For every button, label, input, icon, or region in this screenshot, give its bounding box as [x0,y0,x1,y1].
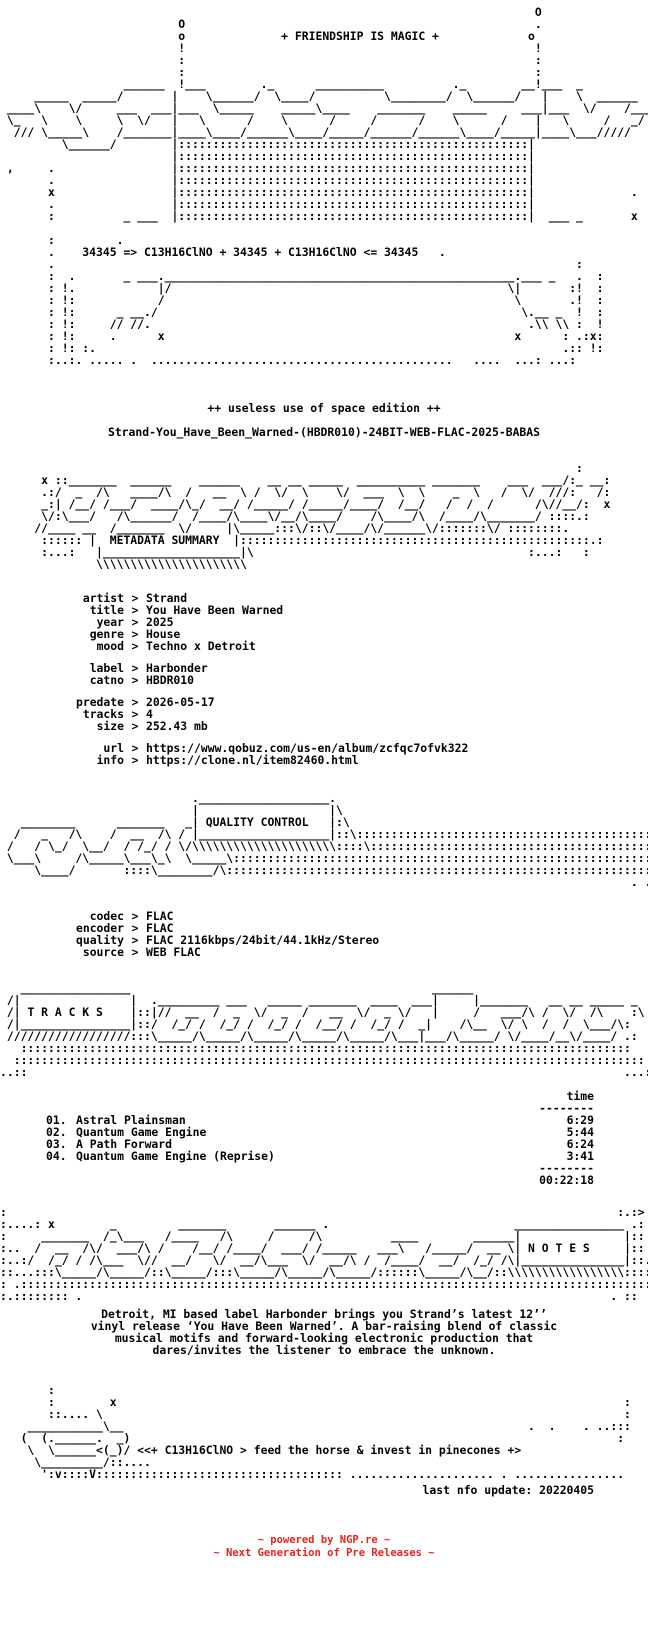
clone-link[interactable]: https://clone.nl/item82460.html [146,753,359,767]
tracks-total: 00:22:18 [539,1173,594,1187]
metadata-row-info: info>https://clone.nl/item82460.html [0,754,648,766]
metadata-row-size: size>252.43 mb [96,719,208,733]
notes-body: Detroit, MI based label Harbonder brings… [0,1308,648,1356]
metadata-section-title: METADATA SUMMARY [109,533,220,547]
header-formula-art: . 34345 => C13H16ClNO + 34345 + C13H16Cl… [0,246,604,366]
metadata-row-artist: artist>Strand [82,591,188,605]
metadata-row-mood: mood>Techno x Detroit [96,639,256,653]
quality-section-title: QUALITY CONTROL [205,815,309,829]
edition-line: ++ useless use of space edition ++ [207,401,441,415]
quality-row-encoder: encoder>FLAC [75,921,174,935]
quality-row-source: source>WEB FLAC [82,945,201,959]
header-ascii-art: O O . o + FRIENDSHIP IS MAGIC + o ! [6,6,648,246]
metadata-row-year: year>2025 [96,615,174,629]
quality-row-codec: codec>FLAC [89,909,174,923]
notes-section-title: N O T E S [528,1241,590,1255]
metadata-row-predate: predate>2026-05-17 [75,695,215,709]
metadata-ascii-art: : x ::_______ ______ ______ __ __ _____ … [34,462,611,570]
header-formula: 34345 => C13H16ClNO + 34345 + C13H16ClNO… [82,246,419,259]
footer-powered-by[interactable]: ~ powered by NGP.re ~ [257,1534,391,1546]
tracks-time-rule: -------- [539,1101,594,1115]
tracks-time-header: time [566,1089,594,1103]
quality-list: codec>FLAC encoder>FLAC quality>FLAC 211… [0,910,648,958]
nfo-document: O O . o + FRIENDSHIP IS MAGIC + o ! [0,6,648,1559]
tracks-total-rule: -------- [539,1161,594,1175]
tracks-section-title: T R A C K S [27,1005,103,1019]
footer-tagline: ~ Next Generation of Pre Releases ~ [213,1547,435,1559]
qobuz-link[interactable]: https://www.qobuz.com/us-en/album/zcfqc7… [146,741,469,755]
track-row: 04.Quantum Game Engine (Reprise)3:41 [46,1149,594,1163]
metadata-row-genre: genre>House [89,627,181,641]
notes-line: vinyl release ‘You Have Been Warned’. A … [90,1319,558,1333]
quality-row-quality: quality>FLAC 2116kbps/24bit/44.1kHz/Ster… [75,933,380,947]
notes-line: musical motifs and forward-looking elect… [114,1331,534,1345]
metadata-list: artist>Strand title>You Have Been Warned… [0,592,648,766]
outro-ascii-art: : : x : ::.... \ : ________ [20,1384,631,1480]
metadata-row-title: title>You Have Been Warned [89,603,284,617]
notes-ascii-art: : :.:> :....: x _ _______ ______ . _____… [0,1206,648,1302]
notes-line: Detroit, MI based label Harbonder brings… [101,1307,547,1321]
metadata-row-label: label>Harbonder [89,661,208,675]
metadata-row-catno: catno>HBDR010 [89,673,195,687]
metadata-row-url: url>https://www.qobuz.com/us-en/album/zc… [0,742,648,754]
header-tagline: + FRIENDSHIP IS MAGIC + [281,29,439,43]
outro-slogan: <<+ C13H16ClNO > feed the horse & invest… [137,1443,522,1457]
tracks-ascii-art: ________________ ______ /| | ._________ … [0,982,648,1078]
release-name: Strand-You_Have_Been_Warned-(HBDR010)-24… [107,425,541,439]
metadata-row-tracks: tracks>4 [82,707,153,721]
last-update: last nfo update: 20220405 [422,1483,594,1497]
notes-line: dares/invites the listener to embrace th… [152,1343,496,1357]
quality-ascii-art: .___________________. | |\ ________ ____… [6,792,648,888]
